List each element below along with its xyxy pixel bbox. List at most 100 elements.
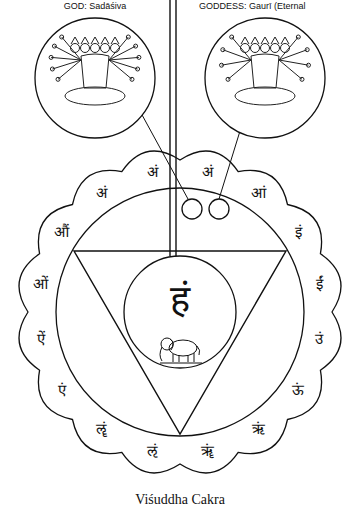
deity-circle-outline	[33, 0, 157, 140]
figure-line	[279, 60, 309, 65]
elephant-head	[161, 338, 173, 350]
figure-line	[279, 37, 298, 60]
figure-line	[58, 60, 81, 79]
ground-line	[160, 363, 202, 364]
petal-syllable: ऐं	[37, 331, 45, 348]
figure-line	[261, 44, 270, 53]
figure-line	[62, 37, 81, 60]
figure-line	[251, 37, 259, 44]
downward-triangle	[74, 251, 286, 434]
figure-line	[241, 44, 250, 53]
figure-line	[300, 77, 304, 81]
figure-line	[109, 60, 132, 79]
figure-line	[91, 37, 99, 44]
figure-line	[251, 54, 279, 88]
petal-syllable: ऊं	[292, 382, 304, 399]
figure-line	[101, 44, 110, 53]
figure-line	[81, 54, 109, 88]
figure-line	[134, 44, 138, 48]
figure-line	[54, 46, 81, 60]
figure-line	[52, 60, 81, 69]
figure-line	[109, 46, 136, 60]
petal-syllable: ईं	[316, 276, 323, 293]
figure-line	[296, 35, 300, 39]
lotus-petals	[19, 151, 341, 473]
figure-line	[130, 77, 134, 81]
figure-line	[136, 67, 140, 71]
deity-figure	[220, 35, 311, 105]
deity-seat-circle	[209, 199, 229, 219]
figure-line	[230, 35, 234, 39]
figure-line	[235, 87, 295, 105]
deity-seat-circle	[182, 199, 202, 219]
petal-syllable: ॠं	[201, 443, 214, 460]
figure-line	[52, 44, 56, 48]
elephant-leg	[188, 355, 189, 362]
deity-figure	[49, 35, 141, 105]
elephant-tail	[197, 346, 200, 355]
elephant-leg	[179, 355, 180, 362]
figure-line	[65, 87, 125, 105]
figure-line	[56, 77, 60, 81]
petal-syllable: अं	[147, 164, 158, 181]
leader-line	[141, 113, 188, 199]
circle-outline	[35, 18, 155, 138]
figure-line	[111, 44, 120, 53]
figure-line	[251, 44, 260, 53]
figure-line	[241, 37, 249, 44]
figure-line	[226, 77, 230, 81]
petal-syllable: औं	[54, 224, 69, 241]
figure-line	[305, 48, 309, 52]
deity-label: GOD: Sadāśiva	[64, 1, 127, 12]
figure-line	[50, 67, 54, 71]
elephant-ear	[170, 339, 173, 350]
figure-line	[101, 37, 109, 44]
figure-line	[81, 37, 89, 44]
petal-syllable: एं	[58, 382, 66, 399]
deity-circle: GODDESS: Gaurī (Eternal	[195, 0, 347, 140]
figure-line	[109, 60, 138, 69]
figure-line	[137, 55, 141, 59]
figure-line	[307, 63, 311, 67]
figure-line	[71, 37, 79, 44]
figure-line	[279, 60, 302, 79]
figure-line	[221, 48, 225, 52]
figure-line	[232, 37, 251, 60]
figure-line	[81, 44, 90, 53]
deity-circle: GOD: Sadāśiva	[33, 0, 157, 140]
petal-syllable: ऋं	[252, 421, 265, 438]
figure-line	[126, 35, 130, 39]
moon-circle	[124, 256, 236, 368]
figure-line	[109, 37, 128, 60]
petal-syllable: ॡं	[96, 421, 106, 438]
elephant-leg	[173, 354, 174, 362]
elephant-leg	[194, 353, 195, 362]
petal-ring-circle	[56, 188, 304, 436]
circle-outline	[205, 18, 325, 138]
deity-circle-outline	[195, 0, 347, 140]
sushumna-line	[169, 0, 170, 256]
figure-line	[49, 55, 53, 59]
figure-line	[91, 44, 100, 53]
leader-line	[219, 131, 240, 199]
figure-line	[281, 37, 289, 44]
elephant-figure	[160, 338, 202, 363]
figure-line	[222, 60, 252, 65]
figure-line	[281, 44, 290, 53]
figure-line	[271, 37, 279, 44]
petal-syllable: अं	[202, 164, 213, 181]
figure-line	[71, 44, 80, 53]
elephant-body	[169, 340, 197, 356]
sushumna-line	[175, 0, 176, 256]
elephant-trunk	[160, 347, 162, 361]
petal-syllable: आं	[251, 185, 266, 202]
petal-syllable: उं	[315, 331, 323, 348]
petal-syllable: इं	[295, 224, 302, 241]
figure-line	[228, 60, 251, 79]
petal-syllable: ऌं	[147, 443, 157, 460]
deity-label: GODDESS: Gaurī (Eternal	[199, 1, 306, 12]
figure-line	[60, 35, 64, 39]
bija-syllable: हं	[170, 278, 190, 322]
petal-syllable: ओं	[33, 276, 48, 293]
petal-syllable: अं	[96, 185, 107, 202]
